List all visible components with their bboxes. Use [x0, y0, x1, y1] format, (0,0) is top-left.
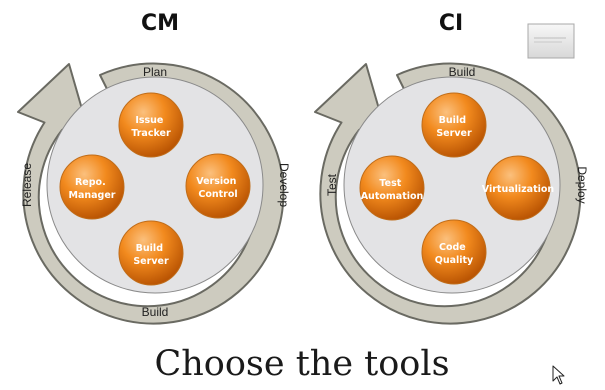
- svg-text:Issue Tracker: Issue Tracker: [131, 115, 171, 139]
- slide-caption: Choose the tools: [154, 344, 449, 384]
- tool-bubble-virtualization: Virtualization: [482, 155, 555, 221]
- cm-ring-label-top: Plan: [143, 65, 167, 79]
- ci-diagram: CI Build Deploy Test Build Server Virtua…: [314, 11, 589, 325]
- svg-text:Build Server: Build Server: [436, 115, 472, 139]
- tool-bubble-test-automation: Test Automation: [359, 155, 425, 221]
- svg-text:Build Server: Build Server: [133, 243, 169, 267]
- svg-text:Repo. Manager: Repo. Manager: [69, 177, 116, 201]
- ci-ring-label-right: Deploy: [575, 166, 589, 203]
- cm-ring-label-right: Develop: [277, 163, 291, 207]
- svg-text:Code Quality: Code Quality: [435, 242, 474, 266]
- ci-title: CI: [439, 11, 463, 36]
- cm-inner-area: [46, 76, 264, 294]
- cm-title: CM: [141, 11, 179, 36]
- tool-bubble-code-quality: Code Quality: [421, 219, 487, 285]
- cm-ring-label-bottom: Build: [142, 305, 169, 319]
- ci-ring-label-top: Build: [449, 65, 476, 79]
- slide-thumbnail-icon[interactable]: [527, 23, 575, 59]
- svg-text:Version Control: Version Control: [196, 176, 239, 200]
- tool-bubble-version-control: Version Control: [185, 153, 251, 219]
- tool-bubble-repo-manager: Repo. Manager: [59, 154, 125, 220]
- svg-text:Virtualization: Virtualization: [482, 184, 555, 195]
- mouse-pointer-icon: [552, 365, 565, 385]
- cm-ring-label-left: Release: [20, 163, 34, 207]
- cm-diagram: CM Plan Develop Build Release Issue Trac…: [17, 11, 291, 325]
- tool-bubble-build-server: Build Server: [421, 92, 487, 158]
- tool-bubble-build-server: Build Server: [118, 220, 184, 286]
- svg-text:Test Automation: Test Automation: [361, 178, 424, 202]
- tool-bubble-issue-tracker: Issue Tracker: [118, 92, 184, 158]
- ci-ring-label-left: Test: [325, 173, 339, 196]
- ci-inner-area: [343, 76, 561, 294]
